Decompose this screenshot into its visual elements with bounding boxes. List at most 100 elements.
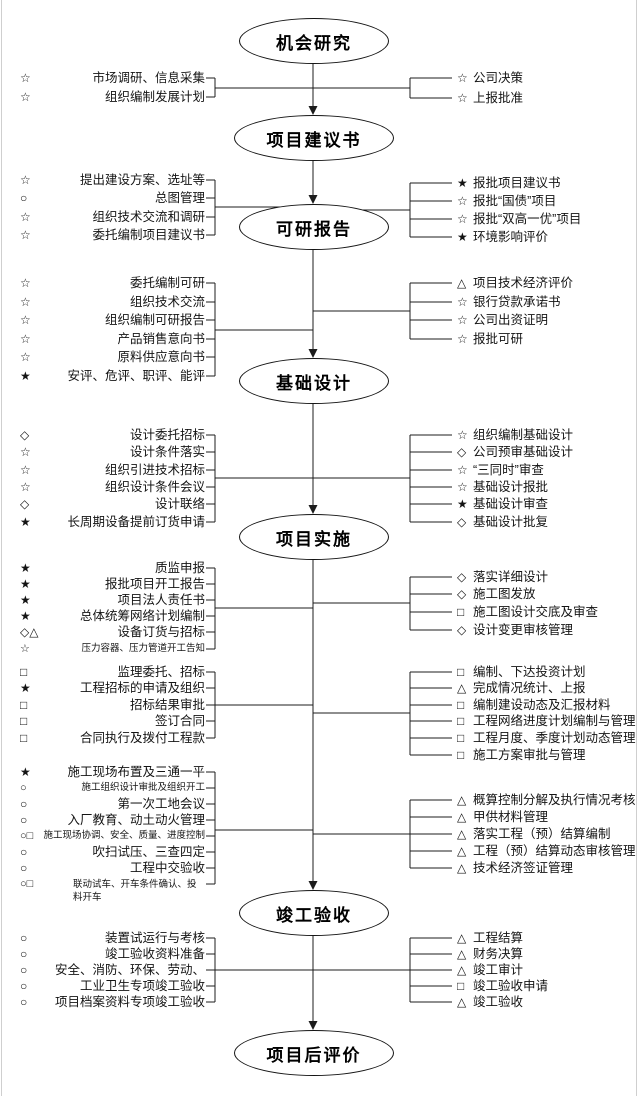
circle-square-icon: ○□	[20, 878, 34, 890]
task-item: □竣工验收申请	[0, 978, 640, 994]
open-star-icon: ☆	[457, 332, 468, 346]
task-item: ○ 竣工验收资料准备	[0, 946, 640, 962]
task-item: ◇△设备订货与招标	[0, 624, 640, 640]
task-item-label: 编制、下达投资计划	[473, 665, 586, 679]
task-item-label: 联动试车、开车条件确认、投料开车	[73, 879, 197, 903]
task-item: ☆提出建设方案、选址等	[0, 172, 640, 188]
filled-star-icon: ★	[20, 609, 31, 623]
stage-label: 机会研究	[276, 33, 352, 53]
task-item-label: 施工组织设计审批及组织开工	[81, 782, 205, 793]
task-item: ◇设计联络	[0, 496, 640, 512]
open-star-icon: ☆	[20, 643, 30, 655]
task-item-label: 编制建设动态及汇报材料	[473, 698, 611, 712]
task-item: ○ 装置试运行与考核	[0, 930, 640, 946]
task-item-label: 施工现场协调、安全、质量、进度控制	[43, 830, 205, 841]
stage-label: 竣工验收	[276, 905, 352, 925]
circle-icon: ○	[20, 931, 28, 945]
task-item: △甲供材料管理	[0, 809, 640, 825]
stage-node-basic-design: 基础设计	[239, 358, 389, 404]
square-icon: □	[457, 605, 465, 619]
stage-label: 可研报告	[276, 219, 352, 239]
task-item-label: 落实工程（预）结算编制	[473, 827, 611, 841]
diamond-icon: ◇	[457, 570, 467, 584]
arrow-down-icon	[308, 1021, 318, 1030]
task-item-label: 工业卫生专项竣工验收	[79, 979, 205, 993]
open-star-icon: ☆	[20, 90, 31, 104]
open-star-icon: ☆	[457, 428, 468, 442]
task-item-label: 装置试运行与考核	[104, 931, 205, 945]
circle-icon: ○	[20, 813, 28, 827]
stage-node-opportunity-study: 机会研究	[239, 18, 389, 64]
task-item-label: 完成情况统计、上报	[473, 681, 586, 695]
task-item: ★工程招标的申请及组织	[0, 680, 640, 696]
open-star-icon: ☆	[20, 350, 31, 364]
diamond-icon: ◇	[20, 497, 30, 511]
task-item: ☆报批“国债”项目	[0, 193, 640, 209]
task-item: ◇设计委托招标	[0, 427, 640, 443]
task-item-label: 报批“双高一优”项目	[473, 212, 582, 226]
task-item-label: 施工图发放	[473, 587, 536, 601]
open-star-icon: ☆	[457, 71, 468, 85]
diamond-icon: ◇	[457, 445, 467, 459]
stage-node-completion-acceptance: 竣工验收	[239, 890, 389, 936]
task-item-label: 招标结果审批	[129, 698, 205, 712]
task-item: □合同执行及拨付工程款	[0, 730, 640, 746]
task-item: □ 工程月度、季度计划动态管理	[0, 730, 640, 746]
task-item-label: 报批项目建议书	[473, 176, 561, 190]
square-icon: □	[20, 731, 28, 745]
arrow-down-icon	[308, 106, 318, 115]
triangle-icon: △	[457, 995, 467, 1009]
open-star-icon: ☆	[20, 210, 31, 224]
task-item-label: 组织技术交流	[129, 295, 205, 309]
task-item-label: 基础设计报批	[473, 480, 549, 494]
circle-square-icon: ○□	[20, 830, 34, 842]
task-item-label: 概算控制分解及执行情况考核	[473, 793, 636, 807]
task-item-label: 设备订货与招标	[117, 625, 205, 639]
task-item-label: 组织编制可研报告	[104, 313, 205, 327]
task-item-label: 银行贷款承诺书	[473, 295, 561, 309]
task-item-label: 安评、危评、职评、能评	[67, 369, 205, 383]
task-item-label: 工程月度、季度计划动态管理	[473, 731, 636, 745]
open-star-icon: ☆	[20, 445, 31, 459]
task-item: ☆ 组织技术交流	[0, 294, 640, 310]
arrow-down-icon	[308, 505, 318, 514]
task-item: ☆设计条件落实	[0, 444, 640, 460]
task-item-label: 压力容器、压力管道开工告知	[81, 643, 205, 654]
task-item-label: 基础设计批复	[473, 515, 549, 529]
open-star-icon: ☆	[20, 480, 31, 494]
square-icon: □	[20, 714, 28, 728]
open-star-icon: ☆	[20, 228, 31, 242]
task-item: ☆产品销售意向书	[0, 331, 640, 347]
task-item-label: 组织设计条件会议	[104, 480, 205, 494]
stage-label: 基础设计	[276, 373, 352, 393]
square-icon: □	[20, 665, 28, 679]
stage-node-feasibility-report: 可研报告	[239, 204, 389, 250]
task-item-label: 总图管理	[154, 191, 205, 205]
open-star-icon: ☆	[457, 295, 468, 309]
task-item: ☆ 压力容器、压力管道开工告知	[0, 641, 640, 657]
task-item-label: 工程中交验收	[129, 861, 205, 875]
triangle-icon: △	[457, 276, 467, 290]
task-item-label: 工程（预）结算动态审核管理	[473, 844, 636, 858]
circle-icon: ○	[20, 191, 28, 205]
triangle-icon: △	[457, 827, 467, 841]
task-item-label: 长周期设备提前订货申请	[67, 515, 205, 529]
task-item-label: 原料供应意向书	[117, 350, 205, 364]
task-item-label: 竣工验收资料准备	[104, 947, 205, 961]
task-item: ◇落实详细设计	[0, 569, 640, 585]
task-item-label: 竣工验收申请	[473, 979, 549, 993]
task-item: ○入厂教育、动土动火管理	[0, 812, 640, 828]
task-item-label: 工程结算	[473, 931, 524, 945]
circle-icon: ○	[20, 947, 28, 961]
task-item-label: 项目档案资料专项竣工验收	[54, 995, 205, 1009]
task-item-label: 公司出资证明	[473, 313, 549, 327]
task-item-label: 甲供材料管理	[473, 810, 549, 824]
open-star-icon: ☆	[457, 194, 468, 208]
task-item-label: 公司决策	[473, 71, 524, 85]
task-item: ★质监申报	[0, 560, 640, 576]
circle-icon: ○	[20, 782, 27, 794]
open-star-icon: ☆	[457, 480, 468, 494]
task-item: ○第一次工地会议	[0, 796, 640, 812]
task-item-label: 报批项目开工报告	[104, 577, 205, 591]
